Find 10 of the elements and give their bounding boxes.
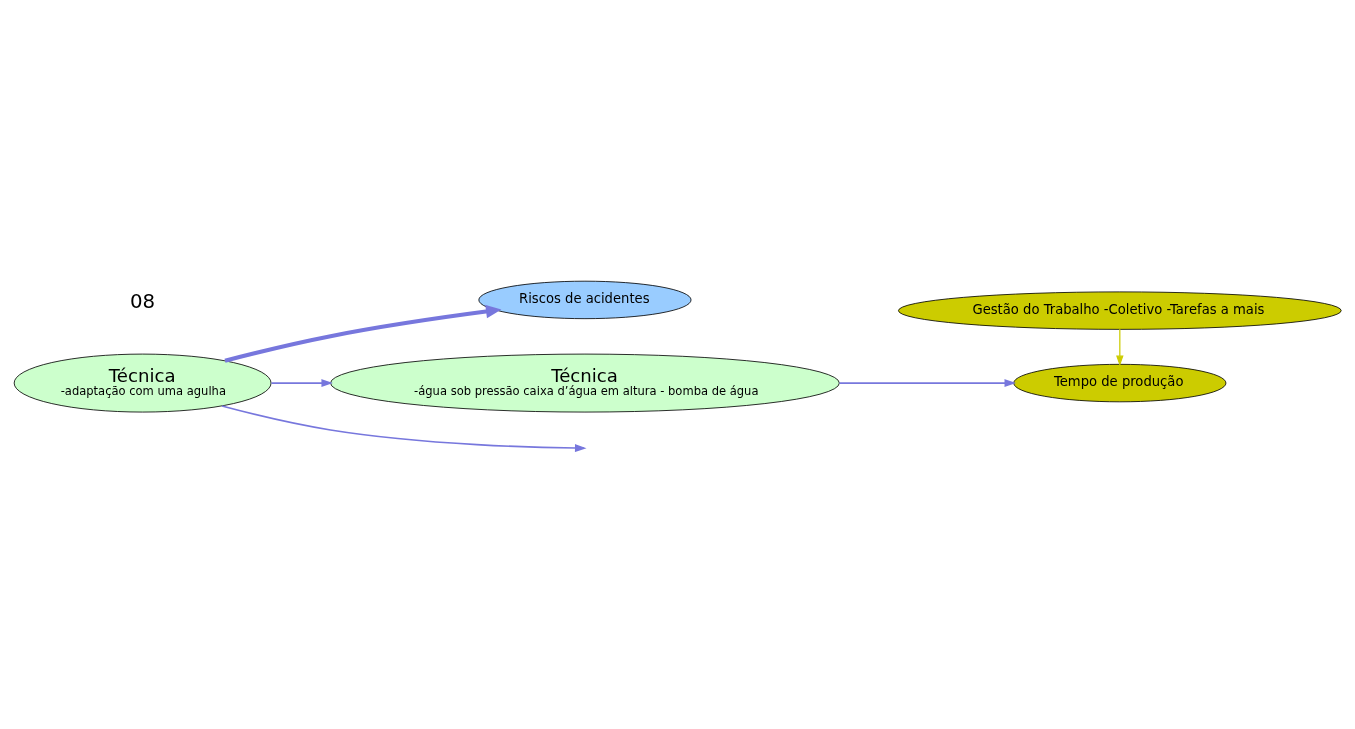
node-ellipse: Tempo de produção xyxy=(1013,363,1227,402)
arrow xyxy=(1116,328,1124,366)
label: 08 xyxy=(130,289,156,312)
node-ellipse: Técnica -água sob pressão caixa d’água em altura - bomba de água xyxy=(330,353,840,412)
node-ellipse: Técnica -adaptação com uma agulha xyxy=(13,353,272,412)
node-ellipse: Gestão do Trabalho -Coletivo -Tarefas a mais xyxy=(898,290,1342,330)
arrow xyxy=(838,378,1017,387)
arrow xyxy=(270,378,333,387)
arrow xyxy=(224,304,502,363)
arrow xyxy=(221,404,587,452)
